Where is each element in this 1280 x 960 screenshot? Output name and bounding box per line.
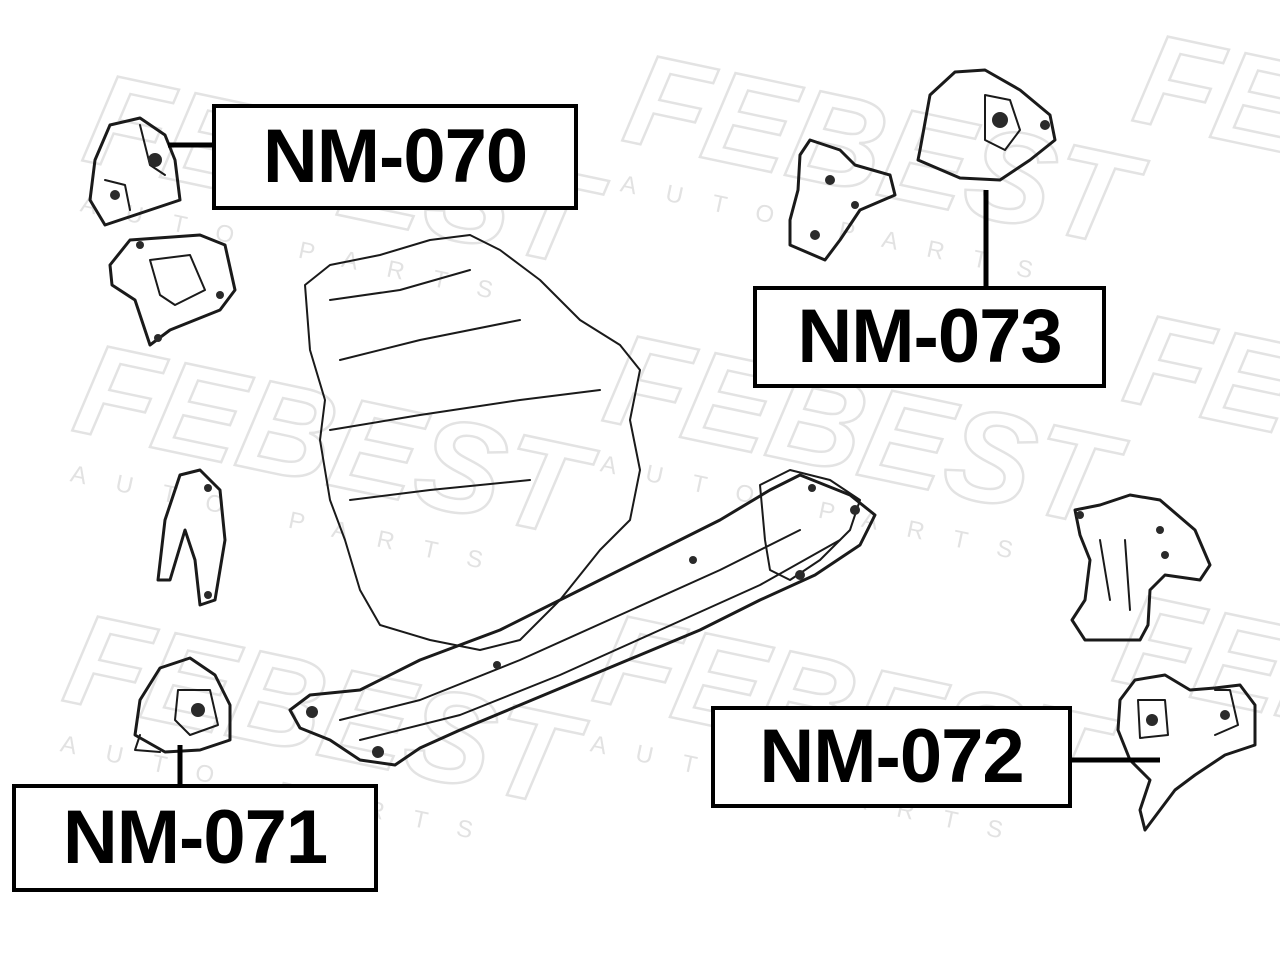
subframe-tower bbox=[759, 469, 861, 581]
label-nm073-text: NM-073 bbox=[797, 294, 1062, 379]
part-bracket-right bbox=[1070, 493, 1212, 642]
part-nm072 bbox=[1116, 673, 1257, 832]
subframe-hole bbox=[306, 706, 318, 718]
part-nm073 bbox=[916, 68, 1057, 182]
label-nm070-text: NM-070 bbox=[262, 114, 528, 199]
subframe-hole bbox=[795, 570, 805, 580]
subframe-hole bbox=[372, 746, 384, 758]
watermark-brand: FEBEST bbox=[1114, 285, 1280, 536]
part-nm070 bbox=[88, 116, 182, 227]
label-nm071: NM-071 bbox=[12, 784, 378, 892]
part-bracket-upper-left bbox=[108, 233, 237, 347]
watermark-brand: FEBEST bbox=[1124, 5, 1280, 256]
subframe-hole bbox=[850, 505, 860, 515]
subframe-inner-line bbox=[339, 529, 841, 741]
label-nm072: NM-072 bbox=[711, 706, 1072, 808]
label-nm073: NM-073 bbox=[753, 286, 1106, 388]
subframe-hole bbox=[808, 484, 816, 492]
label-nm070: NM-070 bbox=[212, 104, 578, 210]
label-nm071-text: NM-071 bbox=[62, 795, 328, 880]
label-nm072-text: NM-072 bbox=[759, 714, 1024, 799]
part-bracket-upper-right bbox=[788, 138, 897, 262]
part-link-bracket-left bbox=[156, 468, 227, 607]
engine-block-detail bbox=[329, 269, 601, 501]
subframe-hole bbox=[689, 556, 697, 564]
subframe-outline bbox=[288, 473, 877, 767]
engine-block-outline bbox=[304, 234, 641, 651]
subframe-hole bbox=[493, 661, 501, 669]
